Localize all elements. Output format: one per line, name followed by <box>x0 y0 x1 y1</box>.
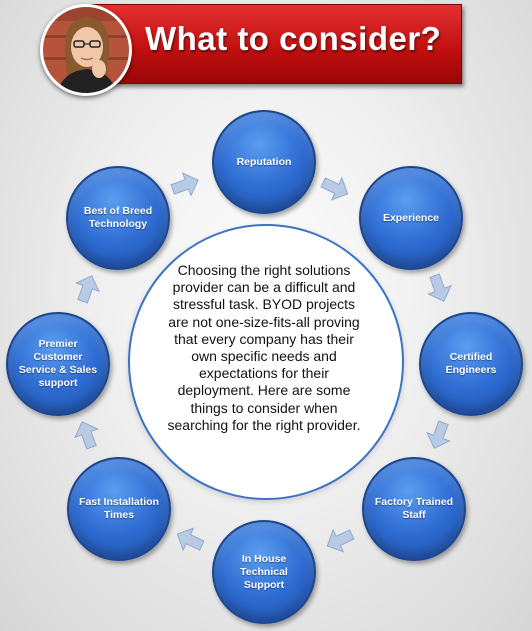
arrow-icon <box>320 176 349 201</box>
node-label: Fast Installation Times <box>79 496 159 521</box>
node-in-house-technical-support: In House Technical Support <box>212 520 316 624</box>
node-label: Best of Breed Technology <box>83 205 153 230</box>
person-photo-icon <box>43 7 129 93</box>
node-certified-engineers: Certified Engineers <box>419 312 523 416</box>
node-factory-trained-staff: Factory Trained Staff <box>362 457 466 561</box>
node-label: Experience <box>382 211 440 224</box>
node-label: In House Technical Support <box>240 552 288 591</box>
avatar <box>40 4 132 96</box>
arrow-icon <box>170 172 199 197</box>
node-best-of-breed-technology: Best of Breed Technology <box>66 166 170 270</box>
node-label: Reputation <box>236 155 292 168</box>
node-fast-installation-times: Fast Installation Times <box>67 457 171 561</box>
center-description: Choosing the right solutions provider ca… <box>167 262 361 433</box>
node-reputation: Reputation <box>212 110 316 214</box>
center-circle <box>128 224 404 500</box>
node-label: Premier Customer Service & Sales support <box>18 338 98 389</box>
page-title: What to consider? <box>145 20 442 57</box>
title-banner <box>92 4 462 84</box>
arrow-icon <box>176 527 205 552</box>
node-experience: Experience <box>359 166 463 270</box>
arrow-icon <box>74 421 99 450</box>
arrow-icon <box>75 275 100 304</box>
node-label: Certified Engineers <box>445 351 497 376</box>
arrow-icon <box>326 528 355 553</box>
arrow-icon <box>427 273 452 302</box>
arrow-icon <box>426 420 451 449</box>
node-premier-customer-service: Premier Customer Service & Sales support <box>6 312 110 416</box>
node-label: Factory Trained Staff <box>374 496 454 521</box>
